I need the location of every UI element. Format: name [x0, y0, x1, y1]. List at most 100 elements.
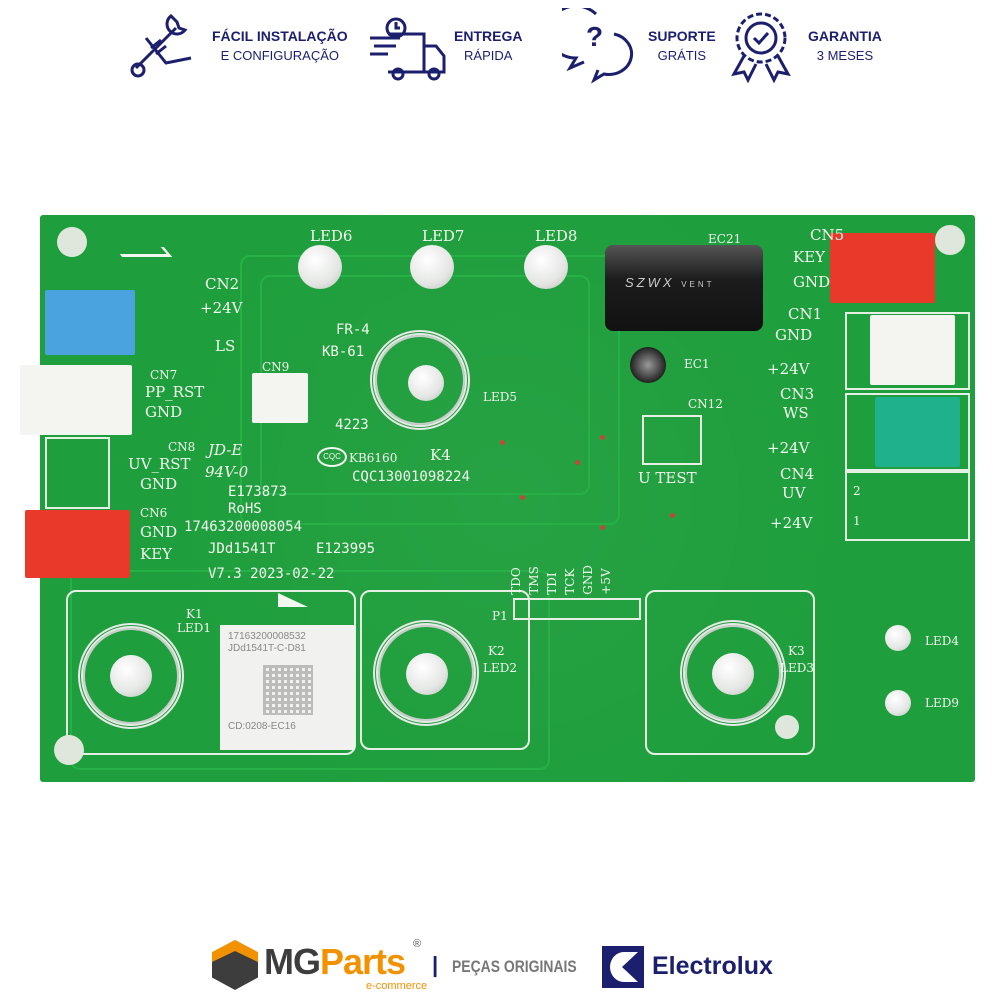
connector-cn9	[252, 373, 308, 423]
via	[600, 525, 605, 530]
silk-pin1: 1	[853, 514, 861, 528]
silk-cn5: CN5	[810, 226, 845, 244]
connector-cn12	[642, 415, 702, 465]
feature-subtitle: 3 MESES	[816, 48, 874, 63]
silk-5v: +5V	[599, 568, 613, 595]
jtag-labels: TDO TMS TDI TCK GND +5V	[509, 565, 613, 595]
small-capacitor	[630, 347, 666, 383]
brand-parts: Parts	[320, 941, 406, 982]
led-7	[410, 245, 454, 289]
component-outline-k1-box	[66, 590, 356, 755]
connector-cn7	[20, 365, 132, 435]
qr-code	[262, 665, 313, 715]
silk-u-test: U TEST	[638, 469, 697, 487]
silk-k1: K1	[186, 607, 203, 621]
silk-key: KEY	[140, 545, 173, 563]
led-8	[524, 245, 568, 289]
silk-24v: +24V	[767, 360, 810, 378]
silk-model: JDd1541T	[208, 541, 276, 557]
feature-subtitle: GRÁTIS	[657, 48, 707, 63]
led-2	[406, 653, 448, 695]
mounting-hole	[57, 227, 87, 257]
footer-divider: |	[432, 952, 439, 977]
connector-cn5	[830, 233, 935, 303]
silk-cn2: CN2	[205, 275, 240, 293]
capacitor-brand: SZWX	[625, 275, 675, 290]
feature-title: SUPORTE	[648, 28, 716, 44]
silk-version: V7.3 2023-02-22	[208, 566, 335, 582]
electrolux-logo-icon	[602, 946, 644, 988]
electrolux-logo-text: Electrolux	[652, 952, 773, 980]
connector-cn2	[45, 290, 135, 355]
component-outline-k2	[360, 590, 530, 750]
silk-led3: LED3	[780, 661, 814, 675]
product-label-sticker: 17163200008532 JDd1541T-C-D81 CD:0208-EC…	[220, 625, 355, 750]
silk-uv-rst: UV_RST	[128, 455, 191, 473]
silk-tms: TMS	[527, 566, 541, 595]
silk-kb6160: KB6160	[349, 451, 398, 465]
silk-ws: WS	[783, 404, 809, 422]
feature-subtitle: RÁPIDA	[464, 48, 513, 63]
connector-outline-cn1	[845, 312, 970, 390]
silk-24v: +24V	[770, 514, 813, 532]
feature-delivery: ENTREGA RÁPIDA	[368, 8, 522, 84]
silk-cn6: CN6	[140, 506, 168, 520]
silk-cn12: CN12	[688, 397, 723, 411]
silk-gnd: GND	[140, 475, 178, 493]
sticker-line2: JDd1541T-C-D81	[228, 643, 306, 654]
connector-outline-cn3	[845, 393, 970, 471]
via	[600, 435, 605, 440]
jtag-header-p1	[513, 598, 641, 620]
silk-key: KEY	[793, 248, 826, 266]
silk-serial: 17463200008054	[184, 519, 303, 535]
feature-title: FÁCIL INSTALAÇÃO	[212, 28, 348, 44]
silk-rohs: RoHS	[228, 501, 262, 517]
silk-led4: LED4	[925, 634, 959, 648]
led-5	[408, 365, 444, 401]
silk-led7: LED7	[422, 227, 465, 245]
connector-outline-cn4	[845, 471, 970, 541]
delivery-truck-icon	[370, 17, 446, 81]
silk-tdo: TDO	[509, 567, 523, 595]
feature-subtitle: E CONFIGURAÇÃO	[220, 48, 340, 63]
direction-arrow	[113, 247, 173, 257]
silk-pp-rst: PP_RST	[145, 383, 205, 401]
connector-cn3	[875, 397, 960, 467]
silk-jde: JD-E	[208, 441, 243, 459]
mounting-hole	[775, 715, 799, 739]
silk-k2: K2	[488, 644, 505, 658]
brand-mg: MG	[264, 941, 321, 982]
component-outline-k1	[70, 570, 550, 770]
silk-gnd: GND	[793, 273, 831, 291]
wrench-hand-icon	[130, 14, 192, 78]
svg-text:?: ?	[586, 21, 603, 52]
silk-k4: K4	[430, 446, 451, 464]
silk-24v: +24V	[767, 439, 810, 457]
feature-support: ? SUPORTE GRÁTIS	[562, 8, 716, 84]
silk-ls: LS	[215, 337, 236, 355]
silk-cn8: CN8	[168, 440, 196, 454]
mounting-hole	[54, 735, 84, 765]
led-1	[110, 655, 152, 697]
silk-kb61: KB-61	[322, 344, 365, 360]
sticker-line3: CD:0208-EC16	[228, 721, 296, 732]
original-parts-label: PEÇAS ORIGINAIS	[452, 957, 577, 976]
silk-p1: P1	[492, 609, 508, 623]
spring-coil-k3	[680, 620, 786, 726]
silk-led2: LED2	[483, 661, 517, 675]
via	[520, 495, 525, 500]
cqc-logo: CQC	[317, 447, 347, 467]
spring-coil-k1	[78, 623, 184, 729]
silk-24v: +24V	[200, 299, 243, 317]
silk-gnd: GND	[775, 326, 813, 344]
led-3	[712, 653, 754, 695]
silk-cn4: CN4	[780, 465, 815, 483]
capacitor-vent: VENT	[681, 280, 715, 289]
silk-4223: 4223	[335, 417, 369, 433]
registered-mark: ®	[413, 938, 422, 950]
feature-title: ENTREGA	[454, 28, 523, 44]
connector-cn6	[25, 510, 130, 578]
silk-uv: UV	[782, 484, 806, 502]
warranty-badge-icon	[731, 12, 791, 84]
